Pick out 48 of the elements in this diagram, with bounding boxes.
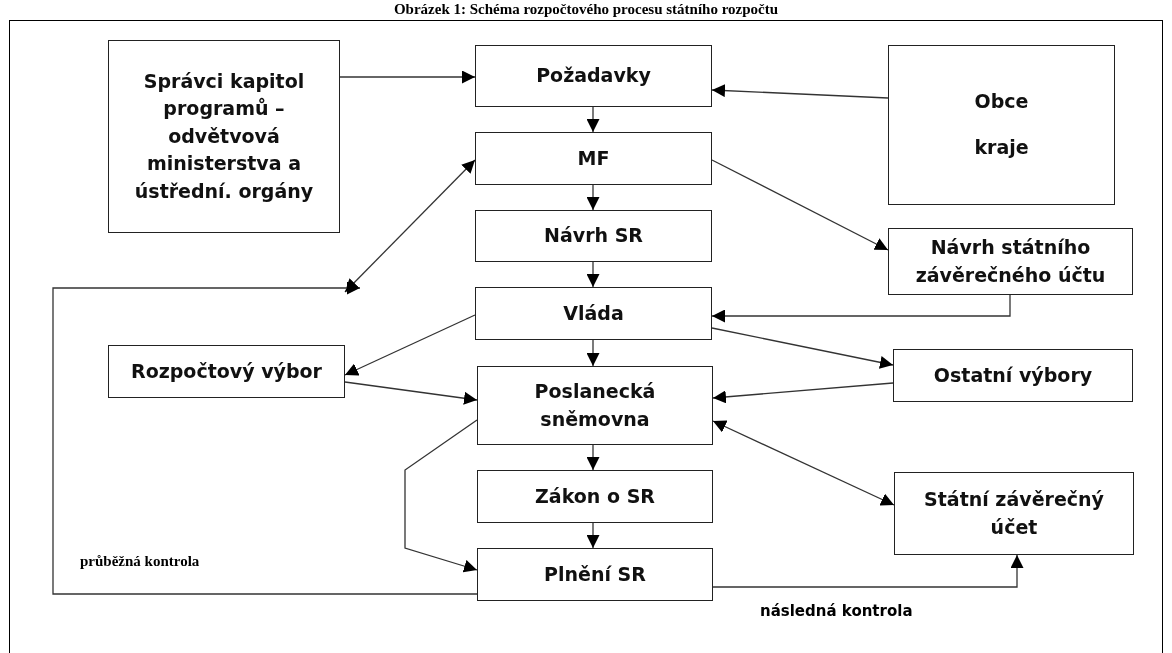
node-text: Ostatní výbory [933, 362, 1093, 388]
node-text: Zákon o SR [535, 483, 655, 509]
node-text: Poslanecká sněmovna [533, 378, 657, 432]
node-text: Vláda [563, 300, 624, 326]
arrow [712, 554, 1024, 588]
node-text: Návrh SR [544, 223, 643, 249]
edge-label: průběžná kontrola [78, 553, 202, 570]
node-text: Státní závěrečný účet [923, 486, 1105, 540]
arrow [339, 70, 476, 84]
arrow [586, 444, 600, 471]
node-text: kraje [974, 135, 1029, 160]
process-box [475, 210, 712, 262]
arrow [711, 327, 894, 369]
process-box [477, 548, 713, 601]
arrow [344, 314, 476, 376]
arrow [344, 159, 476, 293]
arrow [711, 159, 889, 251]
arrow [344, 381, 478, 405]
process-box [108, 345, 345, 398]
process-box [475, 287, 712, 340]
process-box [475, 45, 712, 107]
arrow [586, 184, 600, 211]
arrow [711, 84, 889, 99]
process-box [888, 228, 1133, 295]
process-box [108, 40, 340, 233]
arrow [586, 339, 600, 367]
node-text: MF [577, 145, 610, 171]
process-box [475, 132, 712, 185]
node-text: Správci kapitol programů – odvětvová ministerstva a ústřední. orgány [133, 68, 315, 204]
arrow [711, 294, 1011, 323]
arrow [404, 419, 478, 573]
diagram-title: Obrázek 1: Schéma rozpočtového procesu státního rozpočtu [392, 1, 780, 18]
node-text: Návrh státního závěrečného účtu [914, 234, 1107, 288]
arrow [586, 106, 600, 133]
arrow [586, 522, 600, 549]
process-box [888, 45, 1115, 205]
arrow [712, 382, 894, 404]
arrow [586, 261, 600, 288]
process-box [477, 366, 713, 445]
node-text: Rozpočtový výbor [131, 358, 322, 384]
process-box [477, 470, 713, 523]
node-text: Požadavky [536, 63, 651, 89]
process-box [893, 349, 1133, 402]
process-box [894, 472, 1134, 555]
arrow [52, 281, 478, 595]
arrow [712, 420, 895, 506]
node-text: Obce [974, 89, 1029, 115]
node-text: Plnění SR [544, 561, 646, 587]
